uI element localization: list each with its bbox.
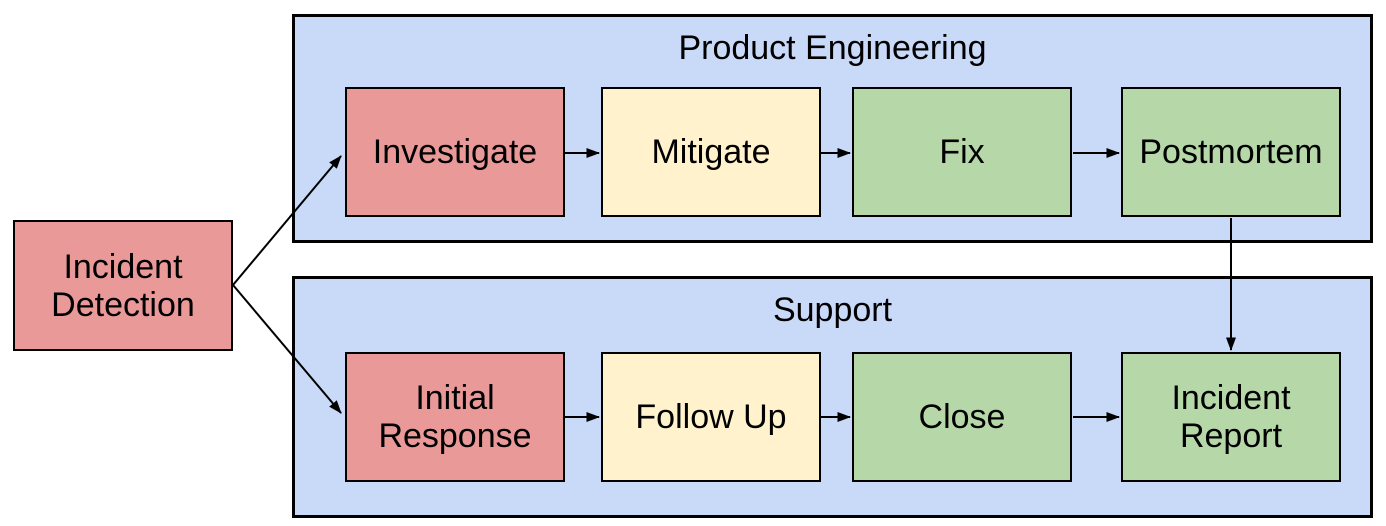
node-fix: Fix — [852, 87, 1072, 217]
node-investigate: Investigate — [345, 87, 565, 217]
node-incident-report: Incident Report — [1121, 352, 1341, 482]
node-close: Close — [852, 352, 1072, 482]
group-title-support: Support — [772, 291, 893, 329]
group-title-product-engineering: Product Engineering — [678, 29, 987, 67]
node-postmortem: Postmortem — [1121, 87, 1341, 217]
node-follow-up: Follow Up — [601, 352, 821, 482]
node-initial-response: Initial Response — [345, 352, 565, 482]
group-product-engineering: Product Engineering Investigate Mitigate… — [292, 14, 1373, 243]
group-support: Support Initial Response Follow Up Close… — [292, 276, 1373, 518]
node-mitigate: Mitigate — [601, 87, 821, 217]
node-incident-detection: Incident Detection — [13, 220, 233, 351]
